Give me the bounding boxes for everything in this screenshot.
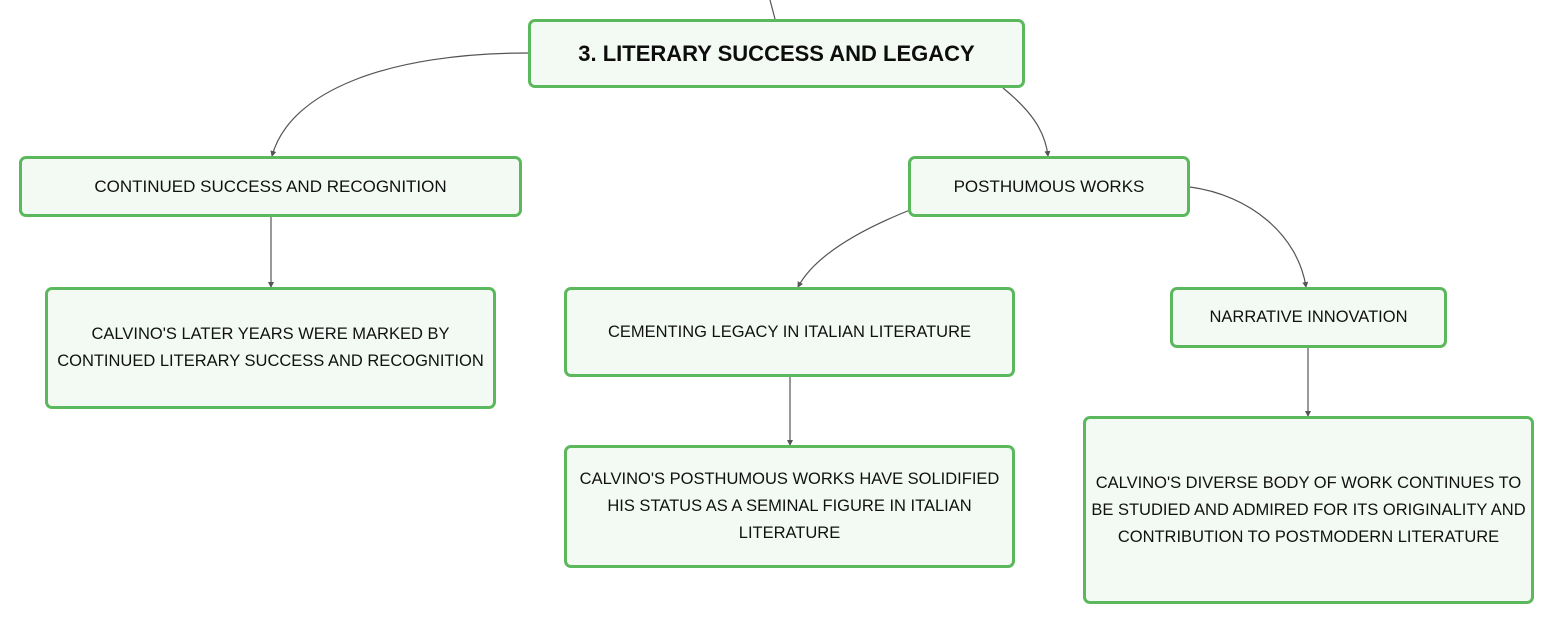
node-cementing-legacy[interactable]: CEMENTING LEGACY IN ITALIAN LITERATURE [564, 287, 1015, 377]
root-node-label: 3. LITERARY SUCCESS AND LEGACY [578, 41, 975, 66]
connector-incoming-root [769, 0, 776, 20]
node-continued-success-and-recognition[interactable]: CONTINUED SUCCESS AND RECOGNITION [19, 156, 522, 217]
connector-root-to-posthumous-works [1002, 87, 1051, 157]
root-node[interactable]: 3. LITERARY SUCCESS AND LEGACY [528, 19, 1025, 88]
node-label: CALVINO'S DIVERSE BODY OF WORK CONTINUES… [1091, 473, 1526, 546]
node-later-years-success[interactable]: CALVINO'S LATER YEARS WERE MARKED BY CON… [45, 287, 496, 409]
node-label: CALVINO'S POSTHUMOUS WORKS HAVE SOLIDIFI… [579, 470, 1000, 542]
connector-posthumous-to-cementing-legacy [797, 209, 911, 288]
node-diverse-body-of-work[interactable]: CALVINO'S DIVERSE BODY OF WORK CONTINUES… [1083, 416, 1534, 604]
node-label: CEMENTING LEGACY IN ITALIAN LITERATURE [607, 322, 972, 341]
node-label: CONTINUED SUCCESS AND RECOGNITION [94, 177, 447, 196]
node-narrative-innovation[interactable]: NARRATIVE INNOVATION [1170, 287, 1447, 348]
connector-root-to-continued-success [270, 52, 529, 157]
node-label: POSTHUMOUS WORKS [953, 177, 1145, 196]
node-posthumous-works[interactable]: POSTHUMOUS WORKS [908, 156, 1190, 217]
connector-posthumous-to-narrative-innovation [1189, 186, 1309, 288]
node-label: CALVINO'S LATER YEARS WERE MARKED BY CON… [57, 325, 484, 370]
node-posthumous-status[interactable]: CALVINO'S POSTHUMOUS WORKS HAVE SOLIDIFI… [564, 445, 1015, 568]
node-label: NARRATIVE INNOVATION [1209, 308, 1408, 326]
